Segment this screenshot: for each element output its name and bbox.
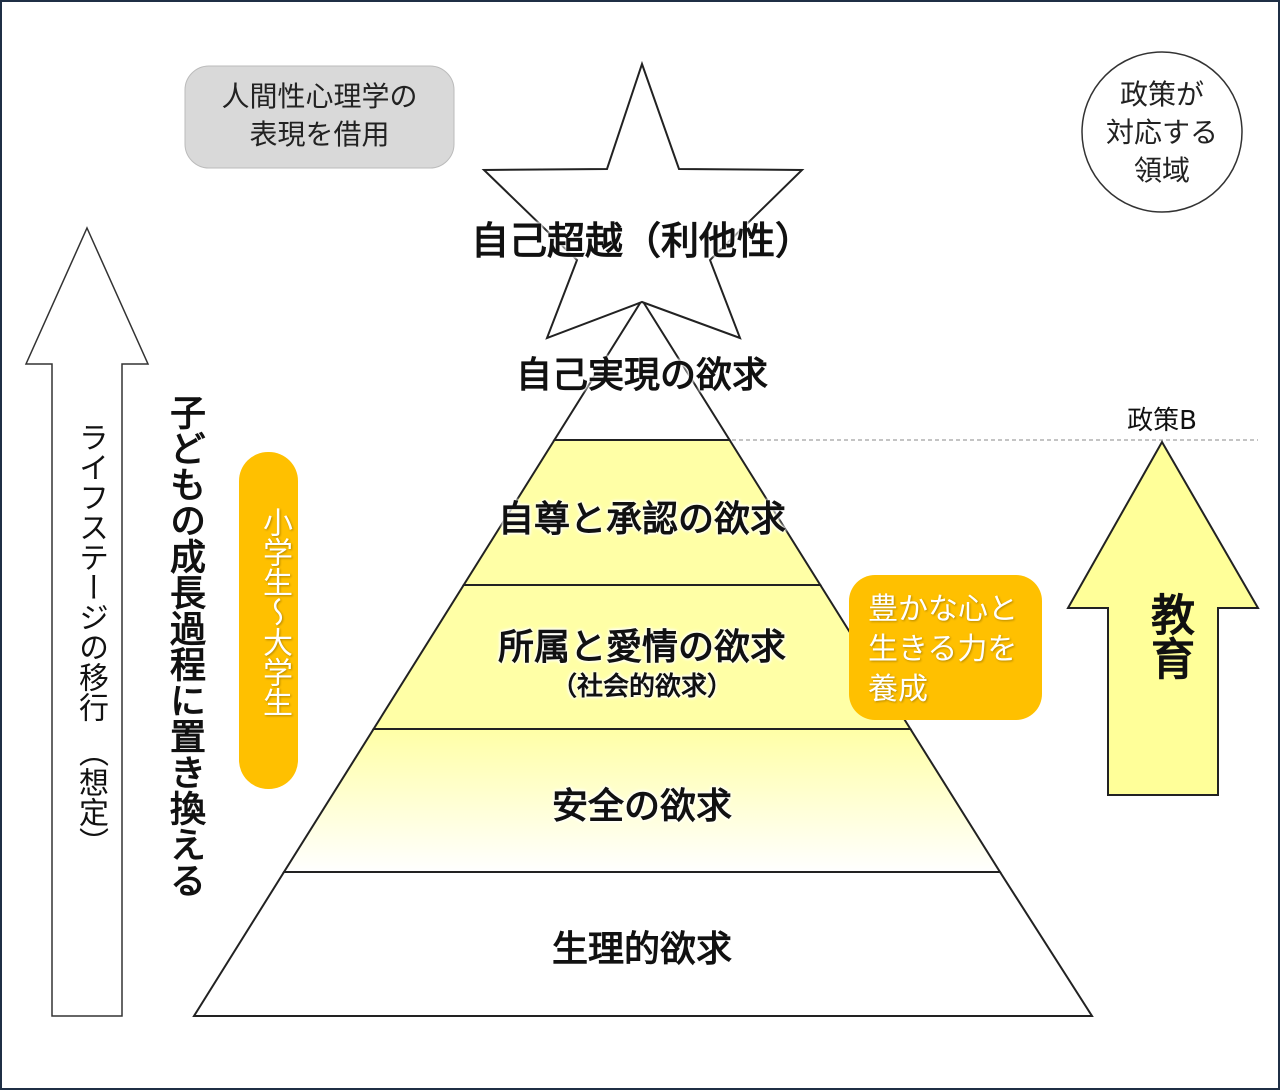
level-physiological: 生理的欲求	[551, 929, 732, 970]
life-stage-arrow	[24, 226, 150, 1017]
level-self-actualization: 自己実現の欲求	[515, 355, 768, 396]
policy-circle-label: 政策が 対応する 領域	[1105, 78, 1218, 187]
note-box-shape	[184, 65, 455, 169]
life-stage-label: ライフステージの移行 （想定）	[73, 422, 108, 857]
pyramid-level-self-actualization	[552, 298, 732, 441]
star-label: 自己超越（利他性）	[470, 219, 813, 263]
education-label: 教育	[1143, 592, 1194, 680]
level-esteem: 自尊と承認の欲求	[497, 499, 786, 540]
cultivate-box-shape	[849, 575, 1042, 720]
policy-circle-shape	[1081, 51, 1243, 213]
level-safety: 安全の欲求	[551, 786, 732, 827]
level-belonging-sub: （社会的欲求）	[550, 672, 733, 702]
growth-label: 子どもの成長過程に置き換える	[164, 394, 205, 898]
education-arrow	[1066, 439, 1260, 796]
cultivate-box: 豊かな心と 生きる力を 養成	[868, 592, 1018, 707]
level-belonging: 所属と愛情の欲求	[497, 627, 786, 668]
note-box: 人間性心理学の 表現を借用	[221, 80, 418, 151]
star-shape	[481, 60, 805, 340]
policy-b-label: 政策B	[1127, 406, 1197, 436]
school-pill-label: 小学生～大学生	[257, 507, 292, 717]
school-pill-shape	[239, 452, 298, 789]
